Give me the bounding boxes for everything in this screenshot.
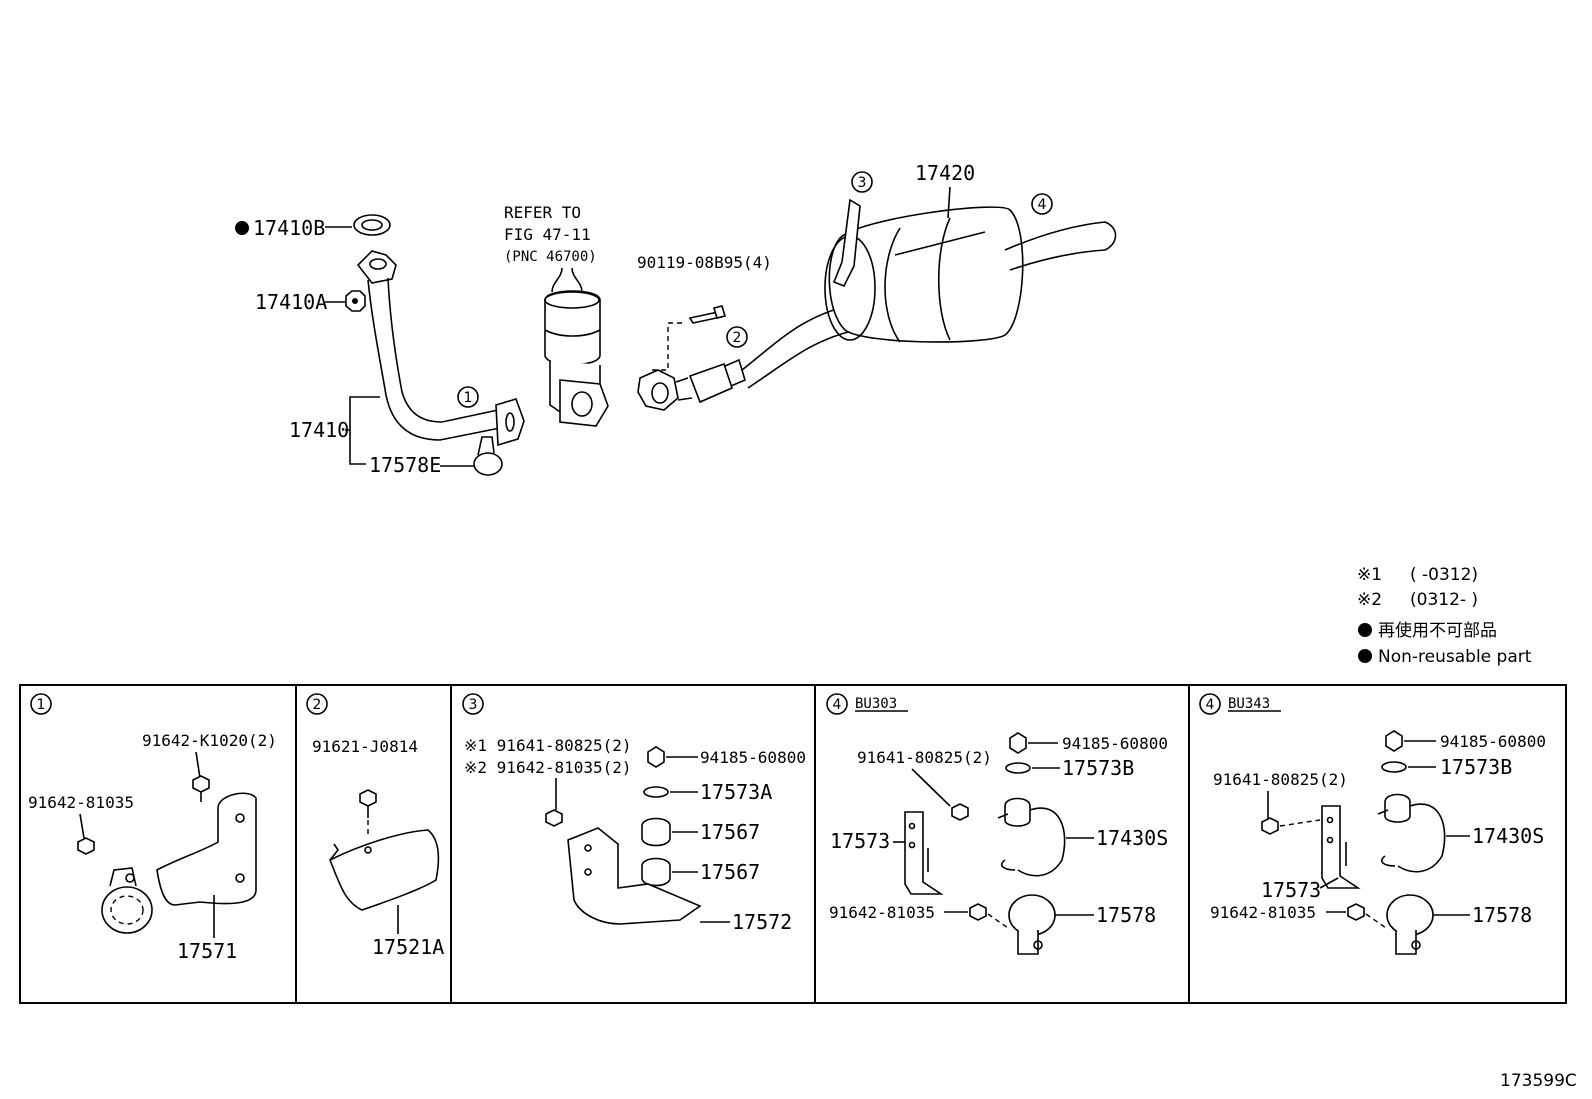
label-17420: 17420: [915, 161, 975, 185]
p1-label-b: 91642-81035: [28, 793, 134, 812]
callout-1: [457, 386, 479, 408]
p3-label-c: 94185-60800: [700, 748, 806, 767]
p4-label-g: 17578: [1096, 903, 1156, 927]
p4-label-b: 91641-80825(2): [857, 748, 992, 767]
panel-2: 2 91621-J0814 17521A: [306, 693, 444, 959]
callout-2: [726, 326, 748, 348]
p4-label-e: 17430S: [1096, 826, 1168, 850]
p3-label-e: 17567: [700, 820, 760, 844]
muffler-part: [824, 198, 1117, 343]
p5-label-g: 17578: [1472, 903, 1532, 927]
svg-text:3: 3: [469, 697, 478, 713]
label-90119: 90119-08B95(4): [637, 253, 772, 272]
figure-code: 173599C: [1500, 1071, 1577, 1091]
legend-en: Non-reusable part: [1378, 647, 1532, 667]
p4-model: BU303: [855, 696, 897, 712]
p4-label-d: 17573: [830, 829, 890, 853]
legend-jp: 再使用不可部品: [1378, 620, 1497, 641]
panel-3: 3 ※1 91641-80825(2) ※2 91642-81035(2) 94…: [462, 693, 806, 934]
p3-label-b: ※2 91642-81035(2): [464, 758, 632, 777]
legend-dot-jp: [1358, 623, 1372, 637]
svg-text:4: 4: [1206, 697, 1215, 713]
p3-label-f: 17567: [700, 860, 760, 884]
p3-label-d: 17573A: [700, 780, 772, 804]
panel-1: 1 91642-K1020(2) 91642-81035 17571: [28, 693, 277, 963]
legend-note1-text: ( -0312): [1410, 565, 1478, 585]
p4-label-a: 94185-60800: [1062, 734, 1168, 753]
p2-label-b: 17521A: [372, 935, 444, 959]
p3-label-g: 17572: [732, 910, 792, 934]
legend-note2-mark: ※2: [1357, 590, 1382, 610]
label-17410B: 17410B: [253, 216, 325, 240]
svg-text:4: 4: [1038, 197, 1047, 213]
p5-label-c: 91641-80825(2): [1213, 770, 1348, 789]
p4-label-c: 17573B: [1062, 756, 1134, 780]
legend-note2-text: (0312- ): [1410, 590, 1478, 610]
refer-line1: REFER TO: [504, 203, 581, 222]
p4-label-f: 91642-81035: [829, 903, 935, 922]
label-17410A: 17410A: [255, 290, 327, 314]
callout-4: [1031, 193, 1053, 215]
refer-line2: FIG 47-11: [504, 225, 591, 244]
p5-label-d: 17430S: [1472, 824, 1544, 848]
non-reusable-dot: [235, 221, 249, 235]
catalytic-converter-part: [544, 267, 609, 427]
p5-label-a: 94185-60800: [1440, 732, 1546, 751]
detail-panels-frame: [19, 684, 1567, 1004]
callout-3: [851, 171, 873, 193]
p1-label-c: 17571: [177, 939, 237, 963]
p1-label-a: 91642-K1020(2): [142, 731, 277, 750]
legend-dot-en: [1358, 649, 1372, 663]
svg-text:4: 4: [833, 697, 842, 713]
front-pipe-part: [356, 250, 525, 476]
p2-label-a: 91621-J0814: [312, 737, 418, 756]
panel-4-bu343: 4 BU343 94185-60800 17573B 91641-80825(2…: [1199, 693, 1546, 955]
refer-line3: (PNC 46700): [504, 249, 597, 265]
p3-label-a: ※1 91641-80825(2): [464, 736, 632, 755]
label-17410: 17410: [289, 418, 349, 442]
svg-text:1: 1: [37, 697, 46, 713]
label-17578E: 17578E: [369, 453, 441, 477]
p5-label-b: 17573B: [1440, 755, 1512, 779]
center-pipe-part: [637, 304, 857, 411]
p5-model: BU343: [1228, 696, 1270, 712]
panel-4-bu303: 4 BU303 91641-80825(2) 94185-60800 17573…: [826, 693, 1168, 955]
p5-label-f: 91642-81035: [1210, 903, 1316, 922]
legend-note1-mark: ※1: [1357, 565, 1382, 585]
gasket-part: [353, 214, 391, 236]
p5-label-e: 17573: [1261, 878, 1321, 902]
svg-text:2: 2: [313, 697, 322, 713]
svg-text:1: 1: [464, 390, 473, 406]
svg-text:2: 2: [733, 330, 742, 346]
svg-text:3: 3: [858, 175, 867, 191]
